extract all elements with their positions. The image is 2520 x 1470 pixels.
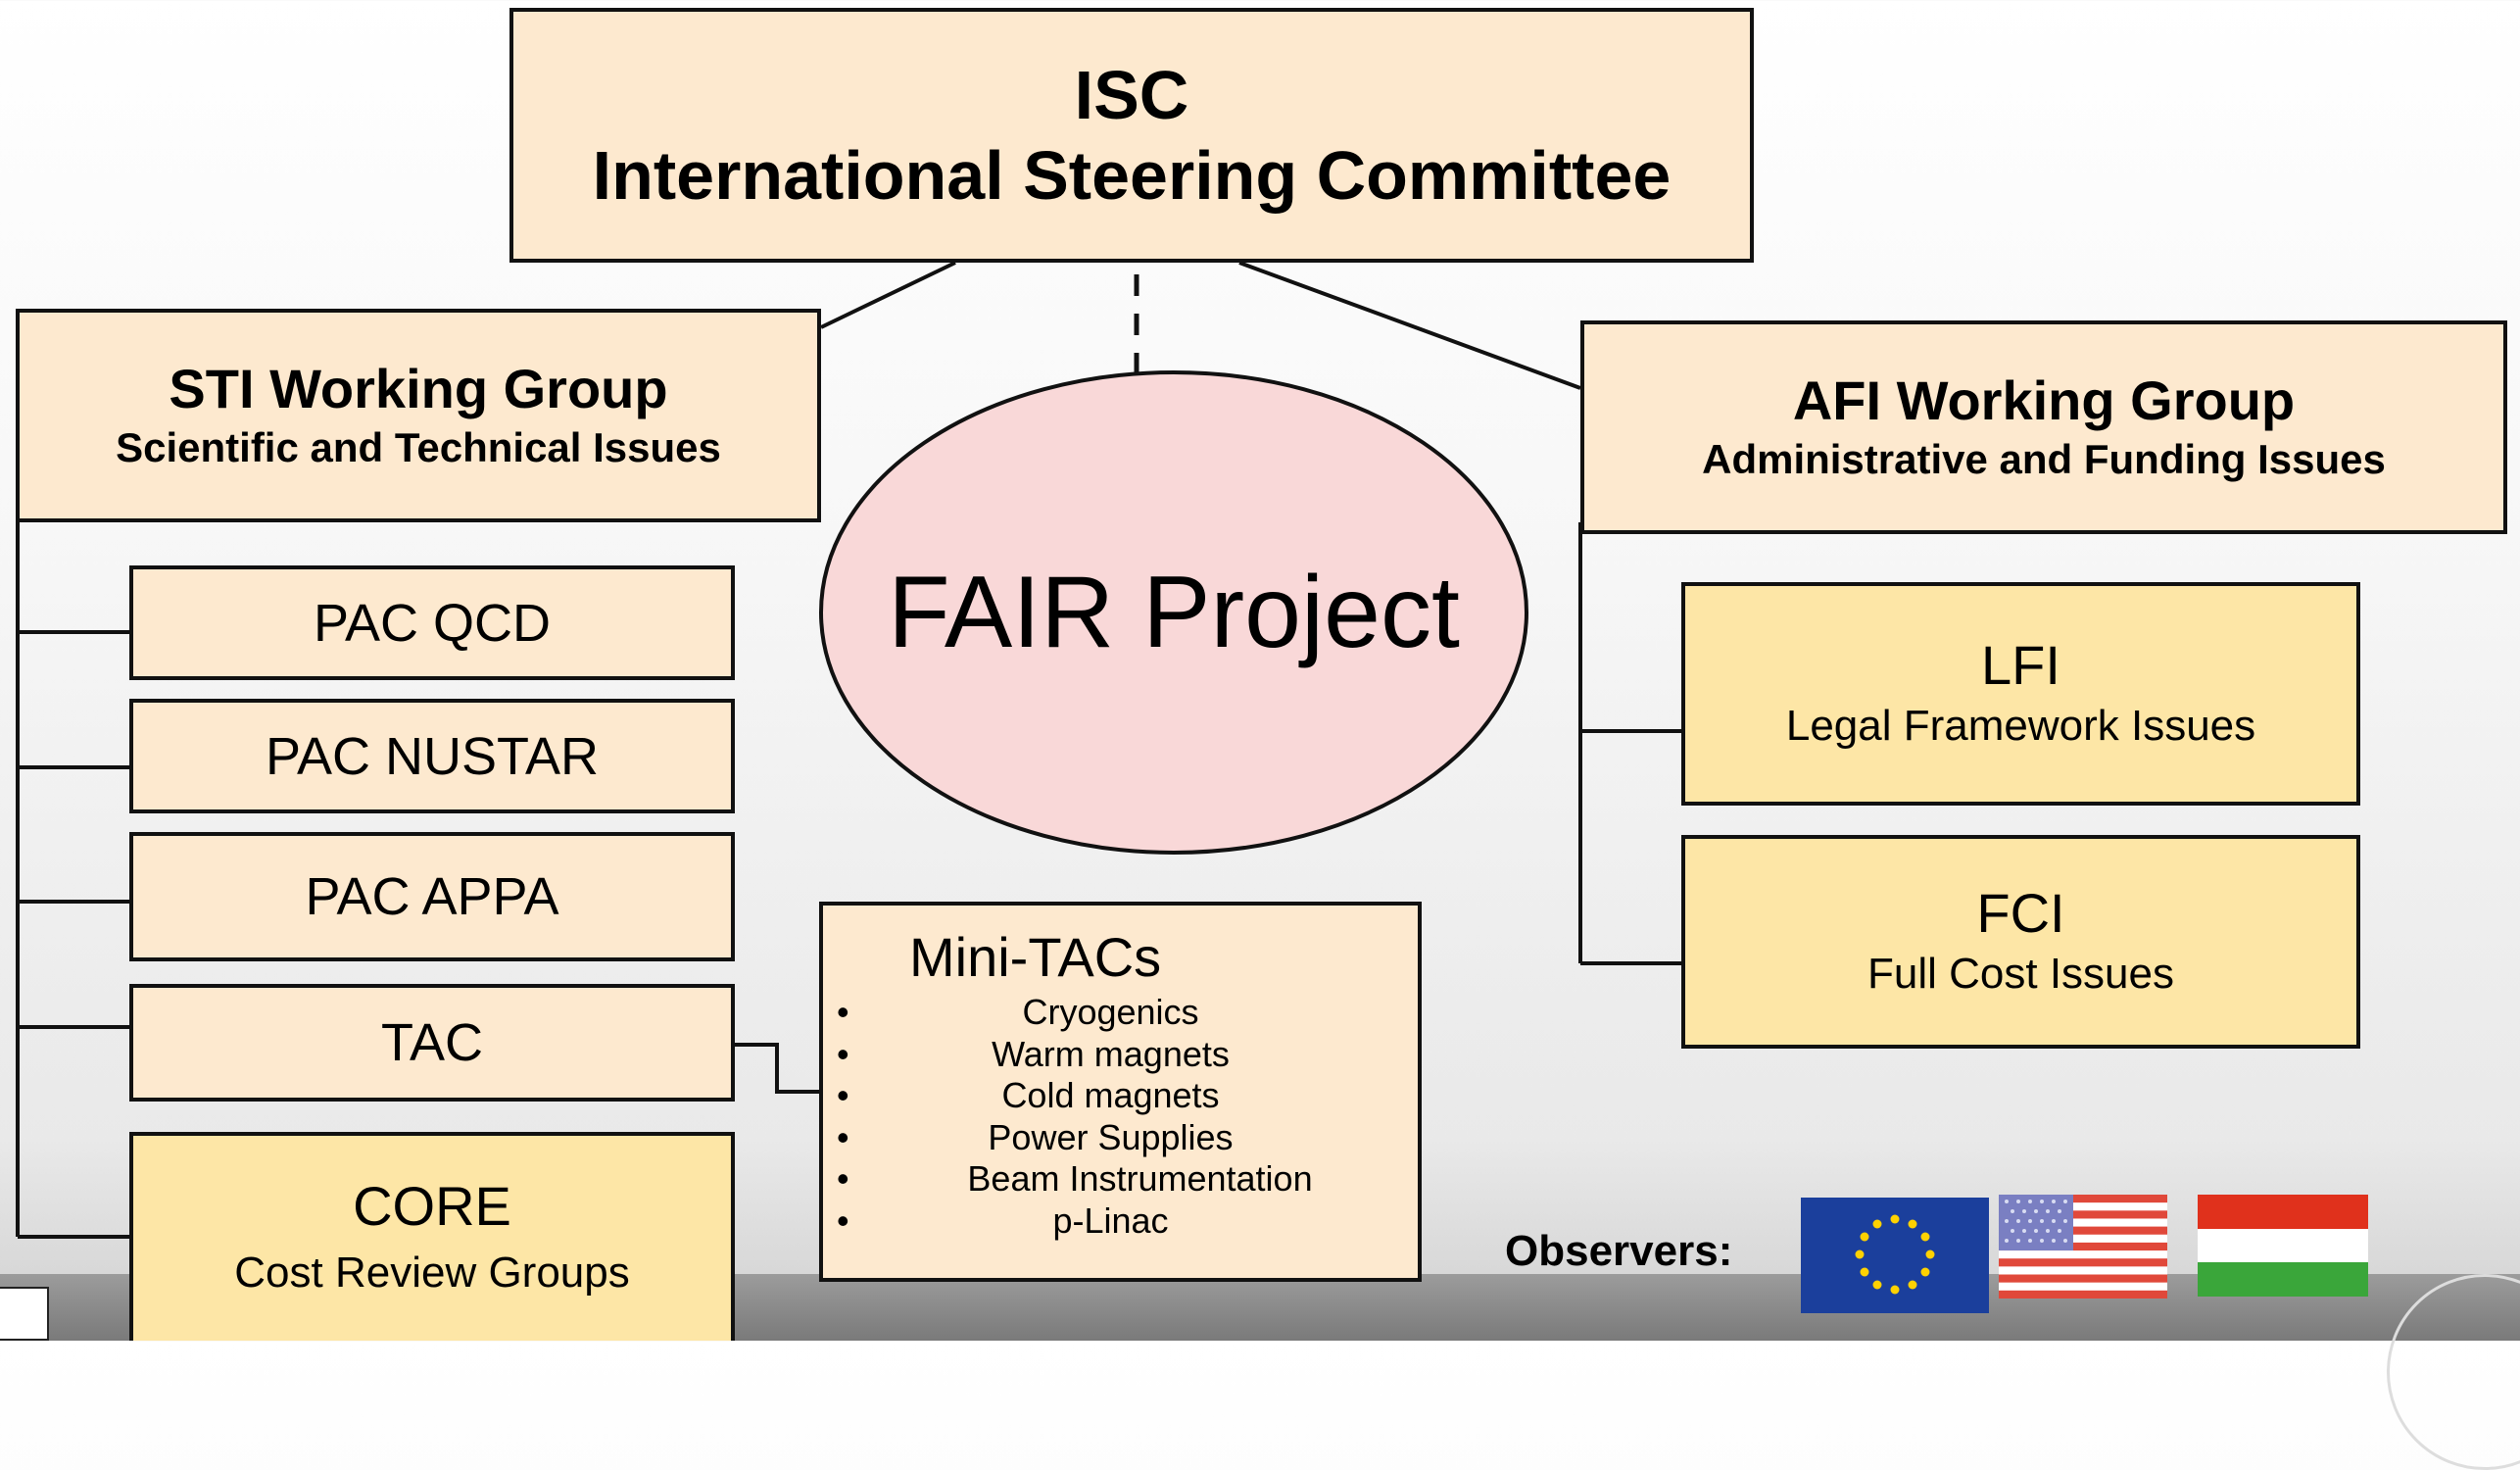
sti-title: STI Working Group <box>169 358 668 419</box>
fci-title: FCI <box>1976 882 2065 944</box>
afi-subtitle: Administrative and Funding Issues <box>1702 436 2386 482</box>
tac-label: TAC <box>381 1013 483 1072</box>
tac-box: TAC <box>129 984 735 1102</box>
hungary-flag-icon <box>2198 1195 2368 1297</box>
list-item: •Cold magnets <box>837 1075 1220 1115</box>
pac-qcd-label: PAC QCD <box>313 593 552 653</box>
fair-project-label: FAIR Project <box>888 556 1460 669</box>
isc-sti-connector <box>820 261 956 329</box>
minitacs-box: Mini-TACs •Cryogenics •Warm magnets •Col… <box>819 902 1422 1282</box>
core-subtitle: Cost Review Groups <box>234 1248 630 1297</box>
fair-ellipse <box>819 370 1528 855</box>
afi-title: AFI Working Group <box>1792 369 2296 431</box>
lfi-box: LFI Legal Framework Issues <box>1681 582 2360 806</box>
usa-flag-icon <box>1999 1195 2167 1298</box>
pac-nustar-label: PAC NUSTAR <box>265 726 600 786</box>
isc-name: International Steering Committee <box>592 137 1672 214</box>
logo-icon <box>0 1287 49 1341</box>
fci-box: FCI Full Cost Issues <box>1681 835 2360 1049</box>
pac-appa-label: PAC APPA <box>305 867 559 926</box>
pac-appa-box: PAC APPA <box>129 832 735 961</box>
isc-afi-connector <box>1238 261 1581 390</box>
sti-working-group-box: STI Working Group Scientific and Technic… <box>16 309 821 522</box>
core-title: CORE <box>353 1174 511 1237</box>
list-item: •Power Supplies <box>837 1116 1234 1157</box>
sti-subtitle: Scientific and Technical Issues <box>116 424 721 470</box>
minitacs-list: •Cryogenics •Warm magnets •Cold magnets … <box>837 992 1404 1242</box>
connector-lines <box>16 261 1681 1239</box>
core-box: CORE Cost Review Groups <box>129 1132 735 1341</box>
list-item: •Cryogenics <box>837 992 1199 1032</box>
observers-label: Observers: <box>1505 1227 1733 1275</box>
pac-qcd-box: PAC QCD <box>129 565 735 680</box>
isc-box: ISC International Steering Committee <box>509 8 1754 263</box>
tac-minitacs-connector <box>735 1043 819 1094</box>
list-item: •p-Linac <box>837 1200 1169 1241</box>
isc-acronym: ISC <box>1074 57 1189 133</box>
list-item: •Warm magnets <box>837 1033 1230 1074</box>
pac-nustar-box: PAC NUSTAR <box>129 699 735 813</box>
lfi-subtitle: Legal Framework Issues <box>1785 702 2256 750</box>
eu-flag-icon <box>1801 1198 1989 1313</box>
lfi-title: LFI <box>1981 634 2060 696</box>
afi-working-group-box: AFI Working Group Administrative and Fun… <box>1580 320 2507 534</box>
list-item: •Beam Instrumentation <box>837 1158 1313 1199</box>
minitacs-title: Mini-TACs <box>909 926 1162 988</box>
fci-subtitle: Full Cost Issues <box>1867 950 2174 998</box>
